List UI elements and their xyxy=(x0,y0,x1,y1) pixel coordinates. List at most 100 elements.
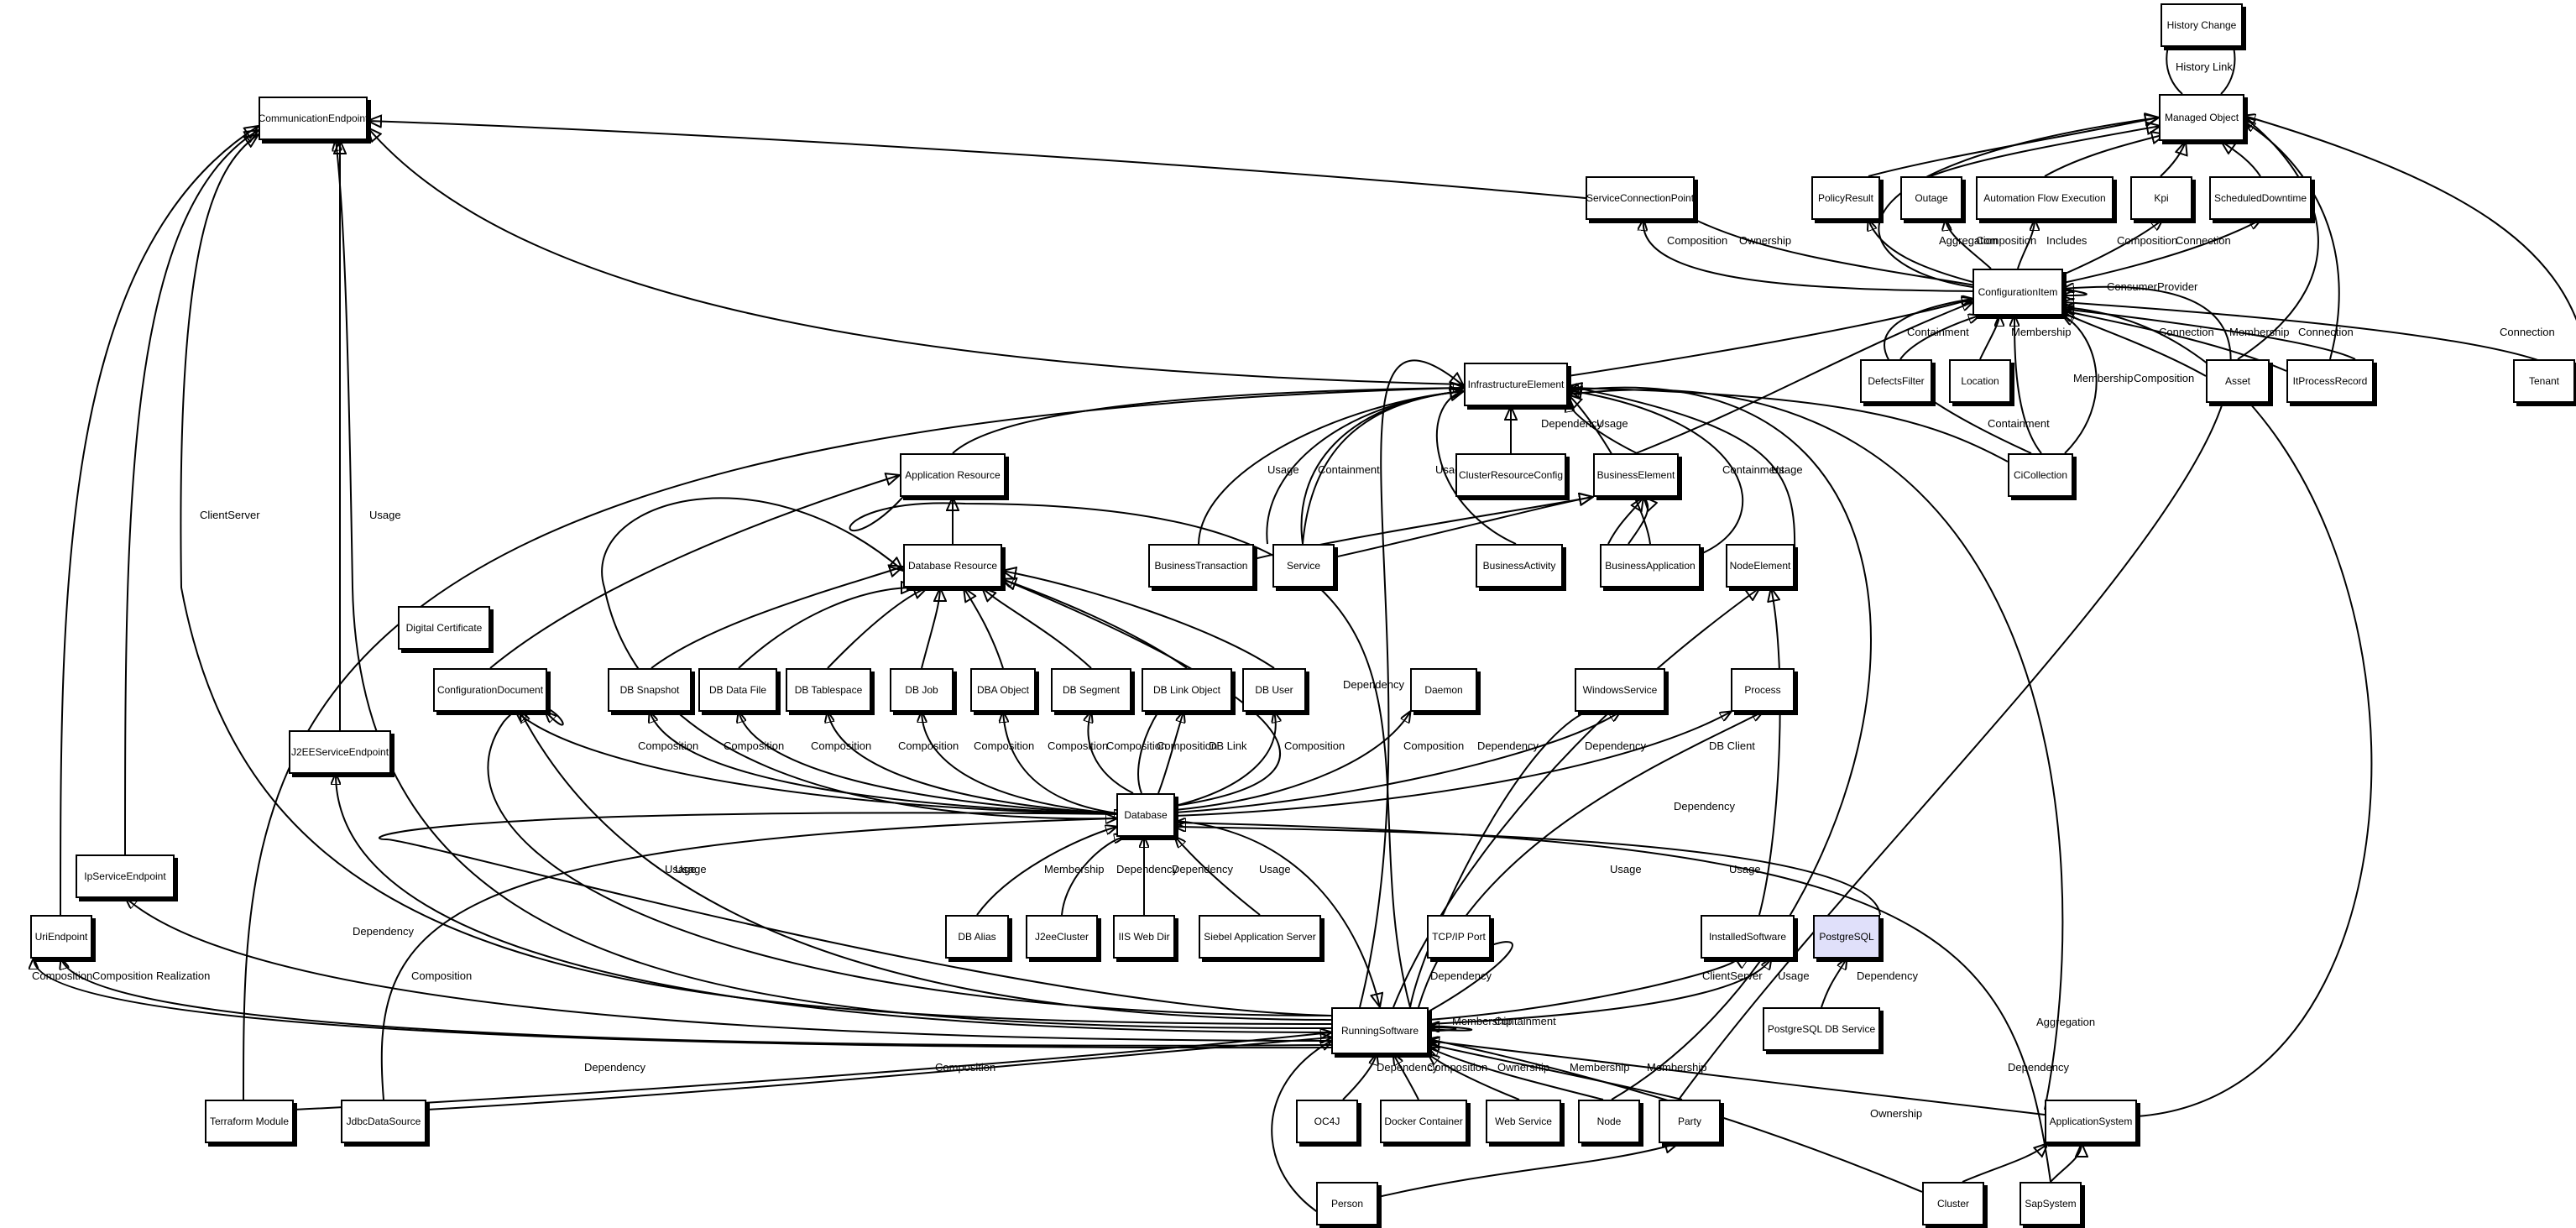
edge-9 xyxy=(2063,288,2087,295)
node-sched[interactable]: ScheduledDowntime xyxy=(2209,176,2312,220)
node-managed[interactable]: Managed Object xyxy=(2159,94,2244,141)
node-nodeel[interactable]: NodeElement xyxy=(1726,544,1795,588)
node-location[interactable]: Location xyxy=(1949,359,2011,403)
node-defects[interactable]: DefectsFilter xyxy=(1860,359,1932,403)
edge-59 xyxy=(921,588,940,669)
edge-label: Membership xyxy=(1570,1061,1630,1074)
edge-label: Usage xyxy=(1771,463,1803,476)
node-history[interactable]: History Change xyxy=(2161,3,2243,47)
edge-72 xyxy=(1137,711,1159,794)
edge-116 xyxy=(1962,1143,2048,1183)
edge-label: ConsumerProvider xyxy=(2107,280,2198,293)
edge-91 xyxy=(520,712,1332,1021)
node-cluster[interactable]: Cluster xyxy=(1922,1182,1984,1225)
edge-label: Membership xyxy=(2229,326,2290,338)
edge-106 xyxy=(1342,1054,1377,1100)
node-winsvc[interactable]: WindowsService xyxy=(1575,668,1665,712)
node-jdbc[interactable]: JdbcDataSource xyxy=(341,1100,426,1143)
node-database[interactable]: Database xyxy=(1116,793,1175,837)
edge-label: DB Link xyxy=(1209,739,1247,752)
node-postgres[interactable]: PostgreSQL xyxy=(1813,915,1880,959)
edge-64 xyxy=(489,475,900,669)
node-itproc[interactable]: ItProcessRecord xyxy=(2286,359,2374,403)
edge-43 xyxy=(1568,390,1744,555)
edge-6 xyxy=(2017,220,2035,269)
node-tenant[interactable]: Tenant xyxy=(2513,359,2575,403)
edge-label: Connection xyxy=(2500,326,2555,338)
edge-4 xyxy=(1868,220,1977,284)
node-busapp[interactable]: BusinessApplication xyxy=(1600,544,1701,588)
node-asset[interactable]: Asset xyxy=(2206,359,2270,403)
edge-label: Realization xyxy=(156,969,210,982)
node-appres[interactable]: Application Resource xyxy=(900,453,1006,497)
edge-label: Usage xyxy=(665,863,697,875)
node-crc[interactable]: ClusterResourceConfig xyxy=(1455,453,1566,497)
node-policy[interactable]: PolicyResult xyxy=(1811,176,1880,220)
edge-16 xyxy=(1567,299,1972,377)
node-sapsys[interactable]: SapSystem xyxy=(2020,1182,2082,1225)
node-afe[interactable]: Automation Flow Execution xyxy=(1976,176,2114,220)
edge-83 xyxy=(1175,837,1261,916)
edge-93 xyxy=(126,898,1332,1042)
node-docker[interactable]: Docker Container xyxy=(1380,1100,1467,1143)
node-dbdf[interactable]: DB Data File xyxy=(698,668,777,712)
node-kpi[interactable]: Kpi xyxy=(2130,176,2192,220)
node-pgsvc[interactable]: PostgreSQL DB Service xyxy=(1763,1007,1880,1051)
node-dblink[interactable]: DB Link Object xyxy=(1142,668,1232,712)
edge-label: Usage xyxy=(1778,969,1810,982)
node-j2eecl[interactable]: J2eeCluster xyxy=(1026,915,1098,959)
node-dbuser[interactable]: DB User xyxy=(1242,668,1306,712)
edge-label: Composition xyxy=(1427,1061,1487,1074)
node-dbts[interactable]: DB Tablespace xyxy=(786,668,871,712)
node-party[interactable]: Party xyxy=(1659,1100,1721,1143)
node-dbjob[interactable]: DB Job xyxy=(890,668,954,712)
node-terraform[interactable]: Terraform Module xyxy=(205,1100,294,1143)
edge-68 xyxy=(828,712,1126,815)
edge-label: Dependency xyxy=(1377,1061,1438,1074)
edge-79 xyxy=(601,497,1117,820)
node-tcpip[interactable]: TCP/IP Port xyxy=(1427,915,1491,959)
node-iisweb[interactable]: IIS Web Dir xyxy=(1113,915,1175,959)
node-appsys[interactable]: ApplicationSystem xyxy=(2045,1100,2137,1143)
node-dbalias[interactable]: DB Alias xyxy=(945,915,1009,959)
node-process[interactable]: Process xyxy=(1731,668,1795,712)
node-dbres[interactable]: Database Resource xyxy=(903,544,1002,588)
node-outage[interactable]: Outage xyxy=(1900,176,1962,220)
edge-110 xyxy=(1429,1044,1683,1100)
edge-48 xyxy=(2063,316,2098,454)
edge-84 xyxy=(1174,820,1380,1007)
node-busel[interactable]: BusinessElement xyxy=(1593,453,1679,497)
node-ipsep[interactable]: IpServiceEndpoint xyxy=(76,854,175,898)
node-websvc[interactable]: Web Service xyxy=(1486,1100,1561,1143)
node-dbaobj[interactable]: DBA Object xyxy=(970,668,1036,712)
node-digcert[interactable]: Digital Certificate xyxy=(398,606,490,650)
node-uriep[interactable]: UriEndpoint xyxy=(30,915,92,959)
node-node[interactable]: Node xyxy=(1578,1100,1640,1143)
edge-99 xyxy=(1821,959,1847,1008)
node-ci[interactable]: ConfigurationItem xyxy=(1972,269,2063,316)
edge-label: ClientServer xyxy=(1702,969,1763,982)
node-cicoll[interactable]: CiCollection xyxy=(2008,453,2073,497)
node-daemon[interactable]: Daemon xyxy=(1410,668,1477,712)
node-confdoc[interactable]: ConfigurationDocument xyxy=(433,668,547,712)
node-person[interactable]: Person xyxy=(1316,1182,1378,1225)
node-running[interactable]: RunningSoftware xyxy=(1331,1007,1429,1054)
node-busact[interactable]: BusinessActivity xyxy=(1476,544,1563,588)
edge-label: Composition xyxy=(898,739,959,752)
edge-label: Containment xyxy=(1988,417,2050,430)
node-infra[interactable]: InfrastructureElement xyxy=(1464,363,1568,406)
node-dbseg[interactable]: DB Segment xyxy=(1051,668,1131,712)
edge-119 xyxy=(1568,388,1872,1100)
node-siebel[interactable]: Siebel Application Server xyxy=(1199,915,1321,959)
edge-label: Composition xyxy=(1106,739,1167,752)
node-dbsnap[interactable]: DB Snapshot xyxy=(608,668,692,712)
node-oc4j[interactable]: OC4J xyxy=(1296,1100,1358,1143)
edge-7 xyxy=(2062,220,2162,275)
node-instsw[interactable]: InstalledSoftware xyxy=(1701,915,1795,959)
node-bustx[interactable]: BusinessTransaction xyxy=(1148,544,1254,588)
node-service[interactable]: Service xyxy=(1272,544,1335,588)
node-j2eeep[interactable]: J2EEServiceEndpoint xyxy=(289,730,391,774)
node-commep[interactable]: CommunicationEndpoint xyxy=(259,97,368,140)
node-scp[interactable]: ServiceConnectionPoint xyxy=(1586,176,1695,220)
edge-label: Dependency xyxy=(1343,678,1404,691)
